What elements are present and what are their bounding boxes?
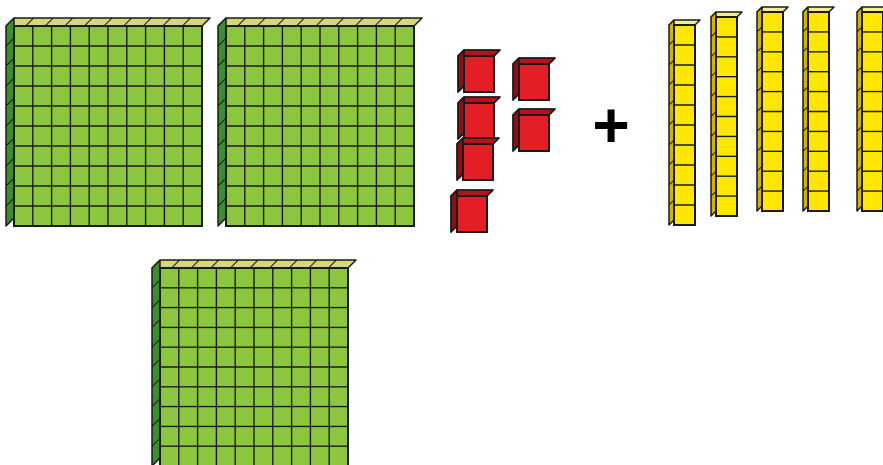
unit-cube <box>457 138 499 180</box>
unit-cube <box>458 50 500 92</box>
ten-rod <box>757 7 788 211</box>
unit-cube <box>451 190 493 232</box>
ten-rod <box>669 20 700 225</box>
hundreds-flats-top-group <box>6 18 422 226</box>
hundred-flat <box>6 18 210 226</box>
tens-rods-group <box>669 7 883 225</box>
hundred-flat <box>152 260 356 465</box>
unit-cube <box>513 58 555 100</box>
unit-cube <box>513 109 555 151</box>
plus-sign: + <box>592 89 629 161</box>
ones-units-group <box>451 50 555 232</box>
hundred-flat <box>218 18 422 226</box>
ten-rod <box>857 7 883 211</box>
ten-rod <box>803 7 834 211</box>
hundreds-flats-bottom-group <box>152 260 356 465</box>
unit-cube <box>458 97 500 139</box>
ten-rod <box>711 12 742 216</box>
